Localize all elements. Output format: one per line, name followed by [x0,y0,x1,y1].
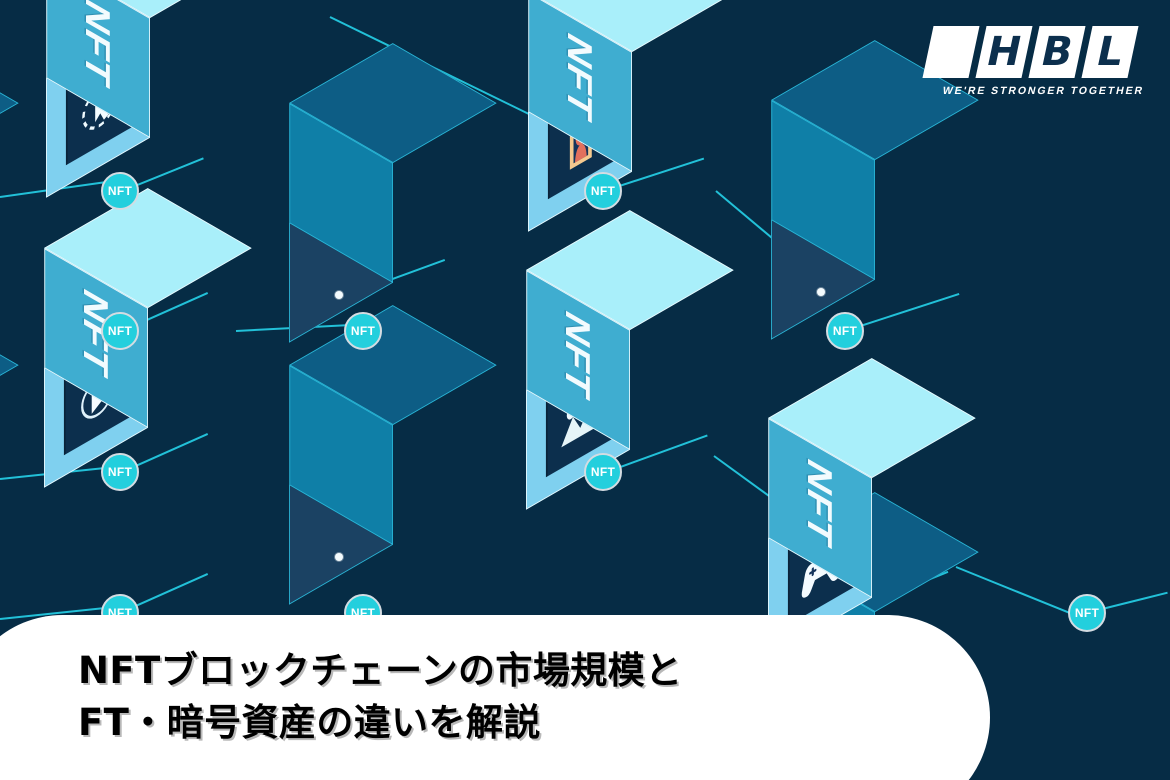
page-title: NFTブロックチェーンの市場規模と FT・暗号資産の違いを解説 [78,645,908,750]
nft-badge[interactable]: NFT [584,453,622,491]
nft-badge[interactable]: NFT [344,312,382,350]
nft-badge-label: NFT [107,184,133,198]
cube-center-dot [335,553,343,561]
title-panel [0,615,990,780]
cube-nft-label: NFT [78,0,117,95]
cube-nft-label: NFT [800,451,839,555]
nft-badge-label: NFT [1074,606,1100,620]
logo-letter-l: L [1081,26,1139,78]
cube-center-dot [817,288,825,296]
cube-nft-label: NFT [560,25,599,129]
nft-badge[interactable]: NFT [101,453,139,491]
nft-badge[interactable]: NFT [826,312,864,350]
nft-badge-label: NFT [350,324,376,338]
nft-badge[interactable]: NFT [1068,594,1106,632]
logo-tagline: WE'RE STRONGER TOGETHER [941,85,1146,97]
page-title-line-1: NFTブロックチェーンの市場規模と [78,648,683,692]
nft-badge[interactable]: NFT [584,172,622,210]
nft-badge-label: NFT [590,465,616,479]
cube-nft-label: NFT [558,303,597,407]
logo-letter-b: B [1028,26,1086,78]
nft-badge-label: NFT [107,465,133,479]
cube-center-dot [335,291,343,299]
page-title-line-2: FT・暗号資産の違いを解説 [78,701,541,745]
nft-badge[interactable]: NFT [101,172,139,210]
logo-block-icon [922,26,980,78]
hbl-logo-mark: H B L [922,22,1144,78]
hbl-logo[interactable]: H B L WE'RE STRONGER TOGETHER [922,22,1146,97]
logo-letter-h: H [975,26,1033,78]
nft-badge[interactable]: NFT [101,312,139,350]
connector-line [955,566,1077,617]
nft-badge-label: NFT [107,324,133,338]
nft-badge-label: NFT [590,184,616,198]
nft-badge-label: NFT [832,324,858,338]
